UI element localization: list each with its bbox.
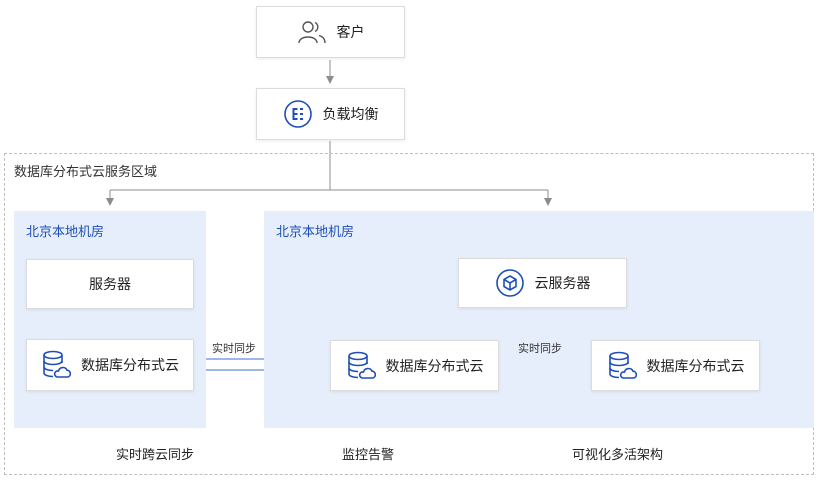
cube-icon <box>495 268 525 298</box>
server-label: 服务器 <box>89 277 131 293</box>
database-cloud-icon <box>41 349 71 381</box>
server-node: 服务器 <box>26 259 194 309</box>
db-label: 数据库分布式云 <box>81 358 179 374</box>
cloud-server-node: 云服务器 <box>458 258 627 308</box>
client-label: 客户 <box>336 25 365 41</box>
db-node-left-room: 数据库分布式云 <box>26 339 194 391</box>
sync-label-in-room: 实时同步 <box>518 342 562 355</box>
load-balancer-node: 负载均衡 <box>256 88 405 140</box>
db-label: 数据库分布式云 <box>646 358 745 375</box>
cloud-server-label: 云服务器 <box>534 276 591 292</box>
load-balancer-icon <box>283 99 313 129</box>
load-balancer-label: 负载均衡 <box>322 107 379 123</box>
left-room-title: 北京本地机房 <box>26 225 105 240</box>
region-title: 数据库分布式云服务区域 <box>14 165 158 180</box>
feature-label-cross-cloud-sync: 实时跨云同步 <box>116 448 195 463</box>
right-room <box>264 211 814 428</box>
database-cloud-icon <box>346 350 376 382</box>
db-node-right-room-right: 数据库分布式云 <box>591 340 760 391</box>
feature-label-active-active: 可视化多活架构 <box>572 448 664 463</box>
db-node-right-room-left: 数据库分布式云 <box>330 340 499 391</box>
database-cloud-icon <box>607 350 637 382</box>
sync-label-cross-room: 实时同步 <box>212 342 256 355</box>
db-label: 数据库分布式云 <box>385 358 484 375</box>
right-room-title: 北京本地机房 <box>276 225 355 240</box>
left-room <box>14 211 206 428</box>
feature-label-monitoring: 监控告警 <box>342 448 395 463</box>
client-node: 客户 <box>256 6 405 58</box>
users-icon <box>297 19 327 45</box>
